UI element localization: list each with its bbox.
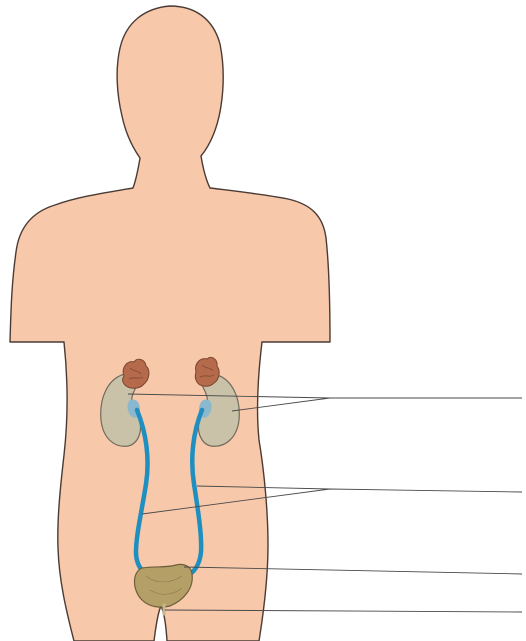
right-adrenal-gland (195, 357, 219, 386)
body-silhouette (10, 6, 330, 641)
